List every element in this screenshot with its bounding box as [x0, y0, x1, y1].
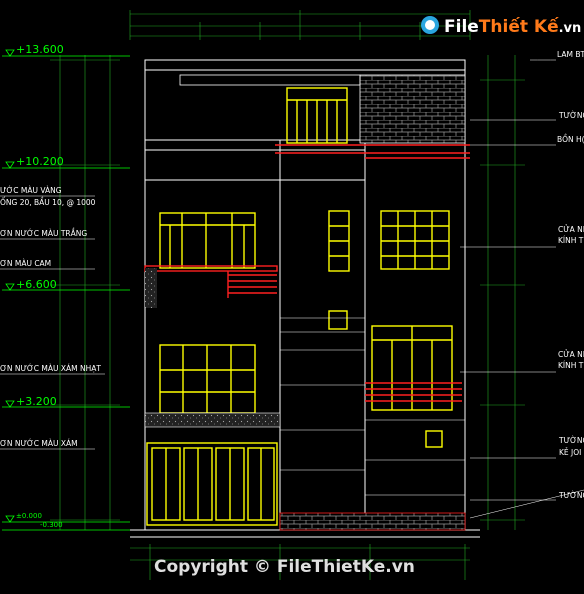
brand-suffix: .vn	[559, 21, 582, 36]
brand-name: File	[444, 17, 479, 37]
ground-brick-base	[279, 512, 466, 531]
door-2f-right	[371, 325, 453, 411]
wall-column	[145, 268, 157, 308]
main-door	[146, 442, 278, 526]
ground-floor-slab	[144, 412, 281, 428]
note-text: LAM BT	[557, 50, 584, 59]
level-label: +3.200	[16, 395, 57, 408]
right-dimensions	[480, 55, 525, 530]
note-text: CỬA NI	[558, 350, 584, 359]
roof-parapet	[179, 74, 361, 86]
note-text: KÍNH TR	[558, 361, 584, 370]
balcony-railing-3f	[144, 265, 278, 298]
note-text: TƯỜNG	[558, 111, 584, 120]
note-text: TƯỜNG	[558, 436, 584, 445]
note-text: ƠN NƯỚC MÀU XÁM	[0, 439, 78, 448]
level-label: +6.600	[16, 278, 57, 291]
note-text: TƯỜNG	[558, 491, 584, 500]
level-label: +10.200	[16, 155, 64, 168]
window-small-middle	[328, 210, 443, 448]
svg-text:FileThiết Kế.vn: FileThiết Kế.vn	[444, 16, 581, 37]
note-text: ƠN NƯỚC MÀU XÁM NHẠT	[0, 364, 101, 373]
note-text: ƯỚC MÀU VÀNG	[0, 186, 62, 195]
window-3f-right	[380, 210, 450, 270]
level-label: ±0.000	[16, 512, 42, 520]
right-notes: LAM BT TƯỜNG BỒN H( CỬA NI KÍNH TR CỬA N…	[557, 50, 584, 500]
roof-door	[286, 87, 348, 144]
left-notes: ƯỚC MÀU VÀNG ỐNG 20, BẦU 10, @ 1000 ƠN N…	[0, 186, 101, 448]
note-text: ƠN MÀU CAM	[0, 259, 51, 268]
note-text: KẺ JOI	[559, 448, 581, 457]
note-text: ƠN NƯỚC MÀU TRẮNG	[0, 228, 87, 238]
right-leaders	[460, 59, 584, 519]
note-text: ỐNG 20, BẦU 10, @ 1000	[0, 197, 96, 207]
level-label: +13.600	[16, 43, 64, 56]
bottom-dimensions	[130, 544, 470, 580]
left-dimensions	[50, 55, 120, 530]
top-dimensions	[129, 10, 471, 40]
note-text: KÍNH TR	[558, 236, 584, 245]
copyright-watermark: Copyright © FileThietKe.vn	[154, 557, 415, 577]
brand-name-accent: Thiết Kế	[479, 16, 559, 37]
left-leaders	[0, 195, 105, 450]
note-text: BỒN H(	[557, 134, 584, 144]
roof-brick-wall	[359, 74, 466, 144]
note-text: CỬA NI	[558, 225, 584, 234]
roof-railing	[275, 144, 470, 159]
brand-logo: FileThiết Kế.vn	[421, 16, 581, 37]
level-label: -0.300	[40, 521, 63, 529]
level-markers	[2, 49, 130, 531]
facade-bands	[280, 317, 465, 496]
window-3f-left	[159, 212, 256, 269]
balcony-railing-2f	[365, 382, 462, 402]
window-2f-left	[159, 344, 256, 414]
